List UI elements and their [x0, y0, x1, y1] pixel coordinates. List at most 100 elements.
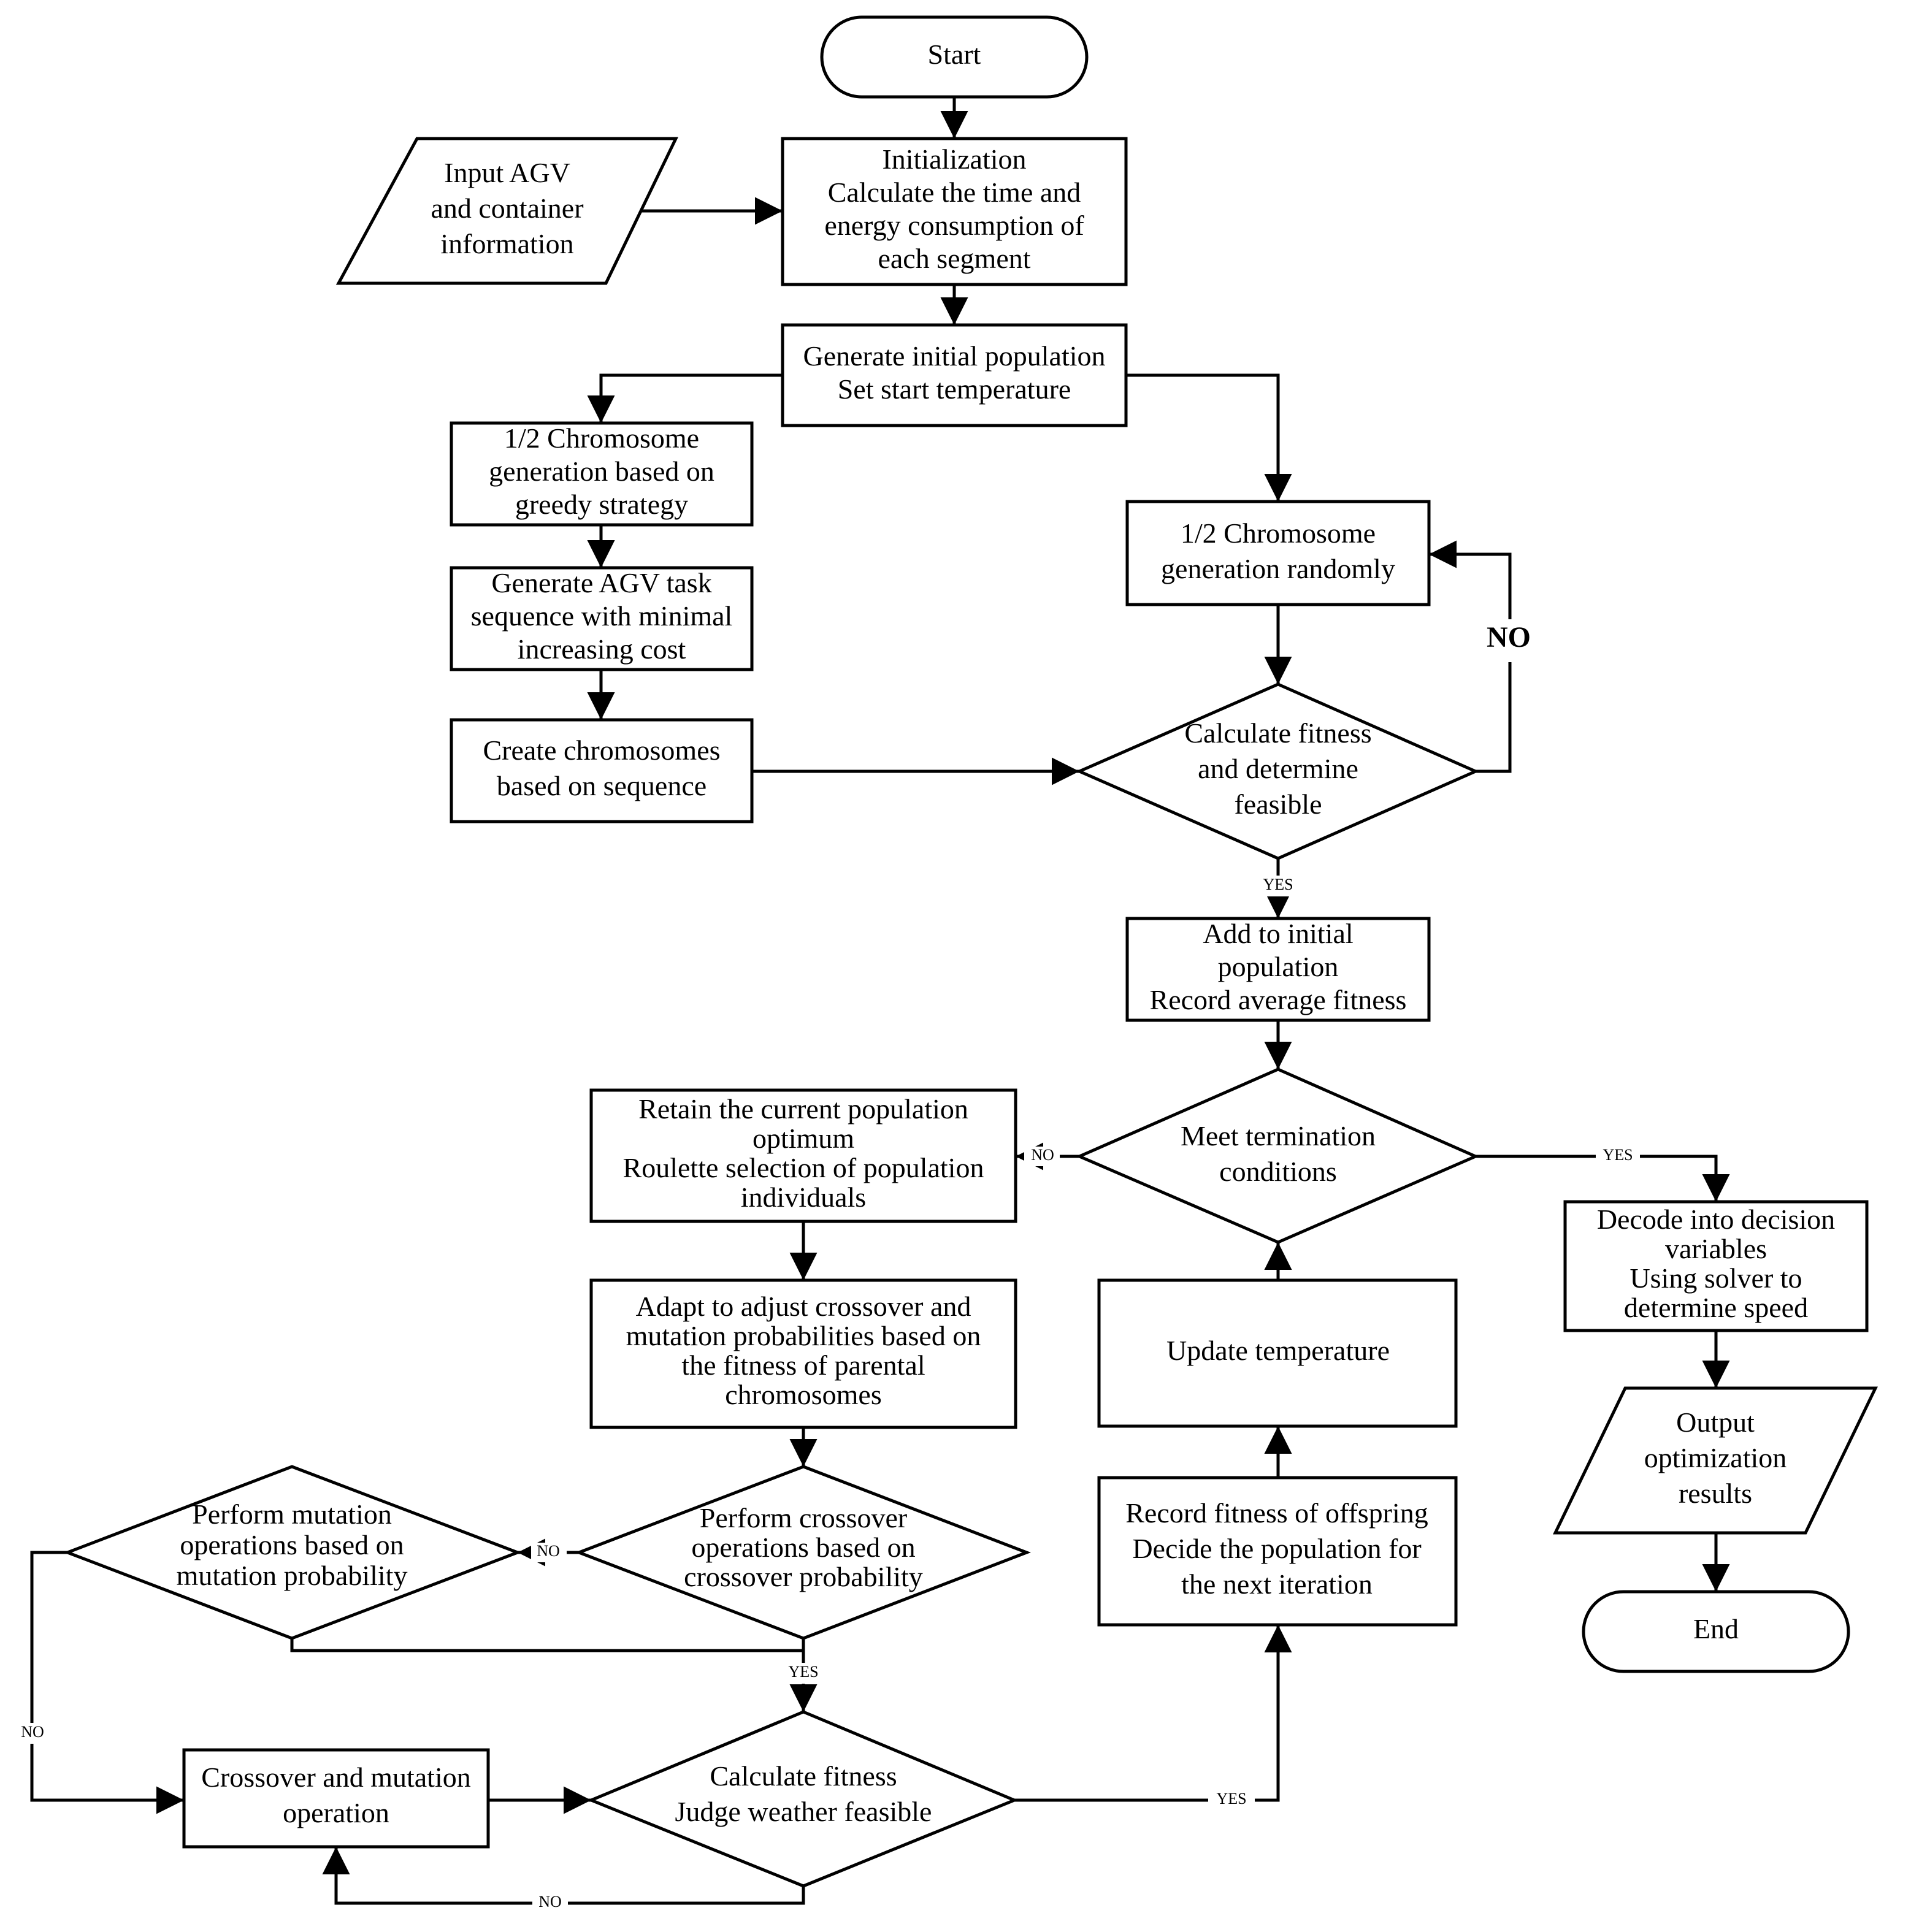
fitness-feasible-line-2: and determine	[1198, 753, 1358, 784]
start-label: Start	[928, 39, 981, 70]
edge-generate-to-greedy	[587, 373, 783, 423]
mutation-decision-line-2: operations based on	[180, 1529, 404, 1560]
create-chromosomes-box	[450, 718, 754, 823]
random-generation-box	[1125, 500, 1431, 606]
retain-optimum-box	[589, 1088, 1017, 1223]
initialization-line-1: Initialization	[882, 143, 1026, 175]
crossover-decision-line-1: Perform crossover	[700, 1502, 908, 1533]
greedy-generation-line-2: generation based on	[489, 456, 714, 487]
edge-generate-to-random	[1126, 373, 1292, 502]
initialization-line-2: Calculate the time and	[828, 177, 1081, 208]
output-results-line-3: results	[1679, 1478, 1752, 1509]
edge-fitness-no-loop	[1429, 540, 1512, 773]
record-offspring-line-1: Record fitness of offspring	[1125, 1497, 1428, 1529]
greedy-generation-line-3: greedy strategy	[515, 489, 688, 520]
mutation-decision-line-3: mutation probability	[177, 1560, 408, 1591]
task-sequence-box	[450, 566, 754, 671]
record-offspring-box	[1097, 1476, 1458, 1627]
decode-line-4: determine speed	[1624, 1292, 1808, 1323]
start-terminal	[820, 15, 1089, 99]
generate-population-box	[781, 323, 1128, 427]
judge-feasible-line-1: Calculate fitness	[710, 1760, 897, 1792]
input-info-line-2: and container	[431, 193, 583, 224]
label-fitness-yes: YES	[1263, 876, 1293, 893]
generate-population-line-2: Set start temperature	[838, 373, 1071, 405]
task-sequence-line-1: Generate AGV task	[491, 567, 711, 598]
crossover-decision-diamond	[575, 1465, 1031, 1640]
label-fitness-no: NO	[1487, 621, 1531, 654]
label-termination-no: NO	[1031, 1146, 1054, 1164]
label-termination-yes: YES	[1603, 1146, 1633, 1164]
retain-optimum-line-4: individuals	[741, 1182, 866, 1213]
random-generation-line-1: 1/2 Chromosome	[1181, 517, 1376, 549]
adapt-probabilities-line-3: the fitness of parental	[681, 1350, 925, 1381]
create-chromosomes-line-2: based on sequence	[497, 770, 707, 801]
decode-line-1: Decode into decision	[1597, 1204, 1835, 1235]
create-chromosomes-line-1: Create chromosomes	[483, 735, 720, 766]
crossover-mutation-operation-box	[182, 1748, 490, 1849]
record-offspring-line-2: Decide the population for	[1132, 1533, 1421, 1564]
crossover-decision-line-3: crossover probability	[684, 1561, 923, 1592]
edge-mutation-no	[30, 1551, 184, 1814]
fitness-feasible-line-3: feasible	[1234, 788, 1322, 820]
termination-diamond	[1075, 1067, 1480, 1244]
edge-termination-yes	[1476, 1155, 1730, 1202]
label-crossover-yes: YES	[788, 1663, 818, 1681]
mutation-decision-diamond	[63, 1465, 523, 1640]
fitness-feasible-diamond	[1075, 682, 1480, 860]
record-offspring-line-3: the next iteration	[1181, 1568, 1373, 1600]
retain-optimum-line-1: Retain the current population	[638, 1093, 968, 1124]
create-chromosomes-label: Create chromosomes based on sequence	[483, 735, 720, 801]
end-line-1: End	[1693, 1613, 1739, 1644]
initialization-box	[781, 137, 1128, 286]
edge-judge-no	[322, 1847, 805, 1905]
add-population-box	[1125, 917, 1431, 1022]
update-temperature-line-1: Update temperature	[1166, 1335, 1390, 1366]
task-sequence-line-2: sequence with minimal	[471, 600, 733, 632]
initialization-line-3: energy consumption of	[824, 210, 1084, 241]
edge-mutation-yes-join	[290, 1638, 803, 1652]
edge-labels: NO YES NO YES NO YES NO YES NO	[15, 619, 1640, 1913]
retain-optimum-line-2: optimum	[753, 1123, 854, 1154]
greedy-generation-line-1: 1/2 Chromosome	[504, 422, 699, 454]
label-mutation-no: NO	[21, 1723, 44, 1741]
initialization-line-4: each segment	[878, 243, 1030, 274]
add-population-line-3: Record average fitness	[1150, 984, 1407, 1015]
add-population-line-1: Add to initial	[1203, 918, 1353, 949]
output-results-line-1: Output	[1676, 1407, 1755, 1438]
adapt-probabilities-line-1: Adapt to adjust crossover and	[636, 1291, 971, 1322]
nodes	[63, 15, 1878, 1888]
mutation-decision-line-1: Perform mutation	[192, 1499, 392, 1530]
adapt-probabilities-box	[589, 1278, 1017, 1429]
adapt-probabilities-line-2: mutation probabilities based on	[626, 1320, 981, 1351]
judge-feasible-diamond	[587, 1710, 1019, 1888]
start-line-1: Start	[928, 39, 981, 70]
greedy-generation-box	[450, 421, 754, 527]
retain-optimum-line-3: Roulette selection of population	[623, 1152, 984, 1183]
decode-box	[1563, 1200, 1869, 1332]
output-results-parallelogram	[1553, 1386, 1878, 1535]
label-judge-yes: YES	[1216, 1790, 1246, 1808]
generate-population-line-1: Generate initial population	[803, 340, 1105, 372]
decode-line-2: variables	[1665, 1233, 1767, 1264]
input-info-line-3: information	[440, 228, 573, 259]
end-terminal	[1582, 1590, 1850, 1673]
crossover-decision-line-2: operations based on	[691, 1532, 915, 1563]
